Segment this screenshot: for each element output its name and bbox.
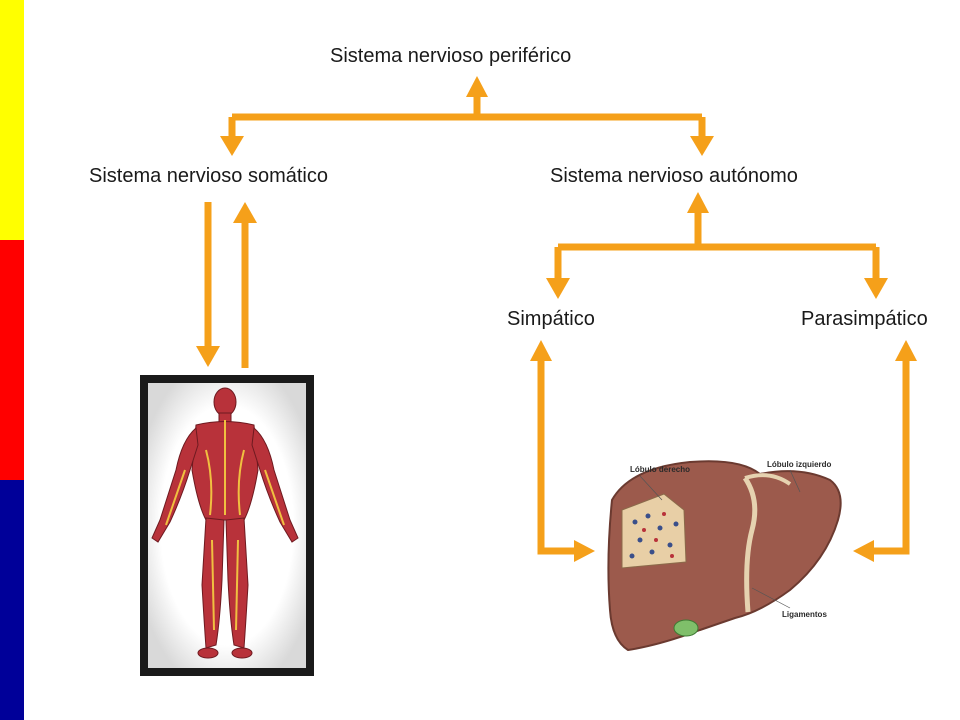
node-parasympathetic: Parasimpático bbox=[801, 308, 928, 330]
connectors bbox=[204, 96, 910, 555]
liver-anatomy-icon: Lóbulo derecho Lóbulo izquierdo Ligament… bbox=[607, 460, 842, 652]
connector-sympathetic-loop bbox=[537, 360, 575, 555]
arrowhead-to-liver-right bbox=[853, 540, 874, 562]
arrowhead-peripheral bbox=[466, 76, 488, 97]
arrowhead-autonomic bbox=[690, 136, 714, 156]
node-sympathetic: Simpático bbox=[507, 308, 595, 330]
human-muscular-system-icon bbox=[140, 375, 314, 676]
arrowhead-somatic bbox=[220, 136, 244, 156]
arrowhead-autonomic-up bbox=[687, 192, 709, 213]
connector-parasympathetic-loop bbox=[873, 360, 910, 555]
arrowhead-somatic-down bbox=[196, 346, 220, 367]
accent-bar-red bbox=[0, 240, 24, 480]
node-peripheral: Sistema nervioso periférico bbox=[330, 45, 572, 67]
accent-bar-yellow bbox=[0, 0, 24, 240]
liver-label-right-lobe: Lóbulo derecho bbox=[630, 465, 690, 474]
arrowhead-sympathetic bbox=[546, 278, 570, 299]
arrowhead-somatic-up bbox=[233, 202, 257, 223]
arrowhead-parasympathetic bbox=[864, 278, 888, 299]
node-somatic: Sistema nervioso somático bbox=[89, 165, 328, 187]
liver-label-ligaments: Ligamentos bbox=[782, 610, 827, 619]
arrowhead-to-liver-left bbox=[574, 540, 595, 562]
accent-bar-blue bbox=[0, 480, 24, 720]
arrowheads bbox=[196, 76, 917, 562]
liver-label-left-lobe: Lóbulo izquierdo bbox=[767, 460, 832, 469]
arrowhead-parasympathetic-up bbox=[895, 340, 917, 361]
arrowhead-sympathetic-up bbox=[530, 340, 552, 361]
node-autonomic: Sistema nervioso autónomo bbox=[550, 165, 798, 187]
